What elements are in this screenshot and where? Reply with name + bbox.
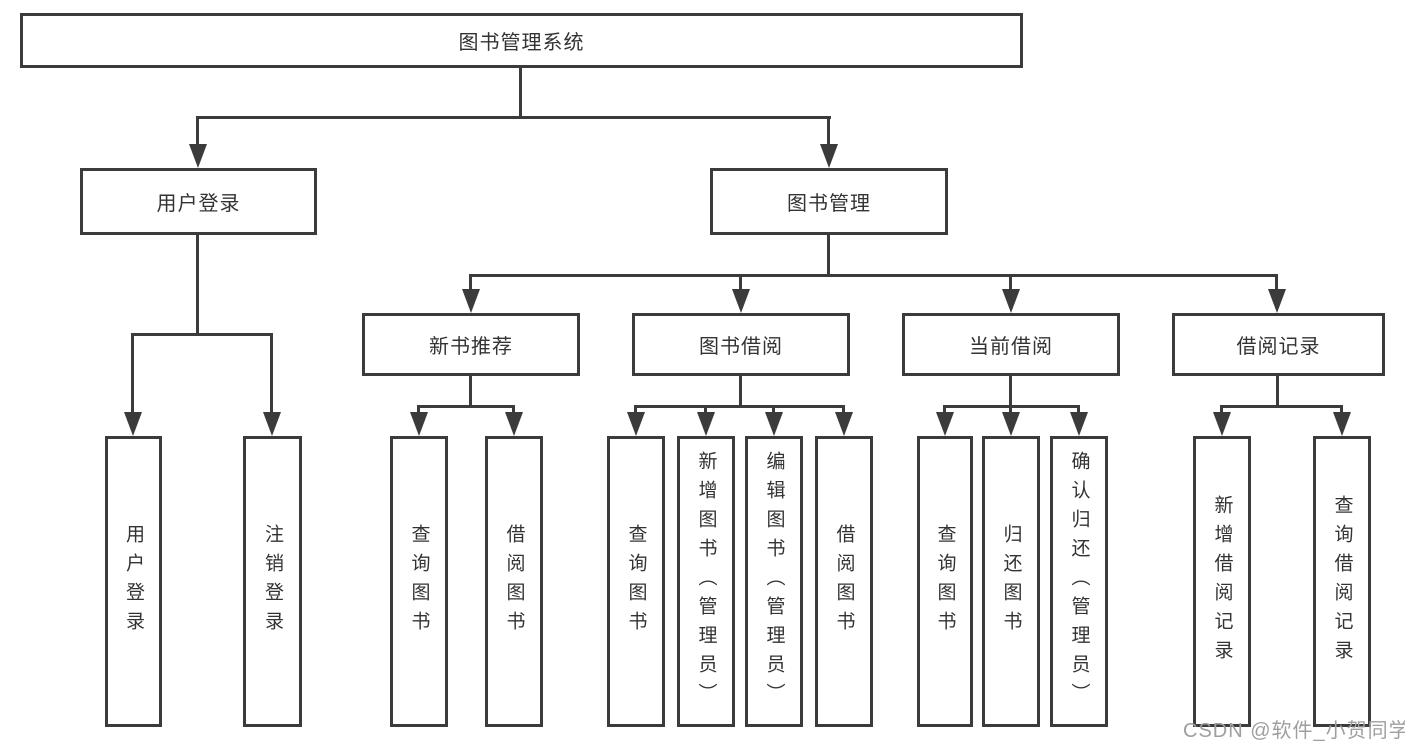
connector-borrow-records-stem: [1276, 376, 1279, 408]
connector-stub: [772, 405, 775, 415]
arrow-down-icon: [936, 412, 954, 436]
connector-user-login-stem: [196, 235, 199, 336]
connector-stub: [704, 405, 707, 415]
connector-book-borrow-crossbar: [634, 405, 845, 408]
connector-stub: [1340, 405, 1343, 415]
connector-stub-user-login: [196, 116, 199, 146]
arrow-down-icon: [820, 144, 838, 168]
connector-stub-leaf-user-login: [131, 333, 134, 414]
leaf-edit-book-admin: 编辑图书（管理员）: [745, 436, 803, 727]
connector-stub-book-borrow: [739, 274, 742, 291]
connector-stub-current-borrow: [1009, 274, 1012, 291]
leaf-label: 查询图书: [934, 523, 956, 640]
connector-current-borrow-stem: [1009, 376, 1012, 408]
connector-book-management-stem: [827, 235, 830, 277]
arrow-down-icon: [1002, 289, 1020, 313]
connector-stub: [417, 405, 420, 415]
connector-stub: [634, 405, 637, 415]
leaf-label: 借阅图书: [833, 523, 855, 640]
leaf-confirm-return-admin: 确认归还（管理员）: [1050, 436, 1108, 727]
node-label: 借阅记录: [1236, 336, 1321, 358]
leaf-label: 确认归还（管理员）: [1068, 451, 1090, 712]
connector-stub-book-management: [827, 116, 830, 146]
arrow-down-icon: [263, 412, 281, 436]
node-new-book-recommend: 新书推荐: [362, 313, 580, 376]
leaf-return-books: 归还图书: [982, 436, 1040, 727]
leaf-query-books-recommend: 查询图书: [390, 436, 448, 727]
arrow-down-icon: [835, 412, 853, 436]
arrow-down-icon: [1213, 412, 1231, 436]
connector-new-book-recommend-stem: [469, 376, 472, 408]
arrow-down-icon: [697, 412, 715, 436]
arrow-down-icon: [189, 144, 207, 168]
leaf-label: 编辑图书（管理员）: [763, 451, 785, 712]
connector-book-borrow-stem: [739, 376, 742, 408]
node-label: 当前借阅: [969, 336, 1053, 358]
csdn-watermark: CSDN @软件_小贺同学: [1183, 720, 1405, 742]
arrow-down-icon: [462, 289, 480, 313]
connector-stub: [1077, 405, 1080, 415]
arrow-down-icon: [1002, 412, 1020, 436]
arrow-down-icon: [505, 412, 523, 436]
node-label: 图书管理系统: [458, 32, 585, 54]
connector-stub: [1220, 405, 1223, 415]
connector-root-stem: [519, 68, 522, 119]
arrow-down-icon: [765, 412, 783, 436]
connector-user-login-crossbar: [131, 333, 273, 336]
connector-stub: [943, 405, 946, 415]
connector-book-management-crossbar: [469, 274, 1278, 277]
node-current-borrow: 当前借阅: [902, 313, 1120, 376]
leaf-query-borrow-record: 查询借阅记录: [1313, 436, 1371, 727]
leaf-label: 查询图书: [408, 523, 430, 640]
leaf-borrow-books-recommend: 借阅图书: [485, 436, 543, 727]
node-book-borrow: 图书借阅: [632, 313, 850, 376]
connector-stub-leaf-logout: [270, 333, 273, 414]
node-label: 图书管理: [787, 193, 871, 215]
arrow-down-icon: [1070, 412, 1088, 436]
leaf-label: 新增借阅记录: [1211, 494, 1233, 669]
arrow-down-icon: [410, 412, 428, 436]
connector-stub-borrow-records: [1275, 274, 1278, 291]
leaf-logout: 注销登录: [243, 436, 302, 727]
leaf-add-borrow-record: 新增借阅记录: [1193, 436, 1251, 727]
leaf-add-book-admin: 新增图书（管理员）: [677, 436, 735, 727]
connector-stub: [512, 405, 515, 415]
leaf-label: 归还图书: [1000, 523, 1022, 640]
node-library-management-system: 图书管理系统: [20, 13, 1023, 68]
node-borrow-records: 借阅记录: [1172, 313, 1385, 376]
leaf-label: 查询图书: [625, 523, 647, 640]
node-label: 新书推荐: [429, 336, 513, 358]
connector-root-crossbar: [196, 116, 831, 119]
leaf-label: 查询借阅记录: [1331, 494, 1353, 669]
leaf-label: 注销登录: [262, 523, 283, 640]
connector-stub: [842, 405, 845, 415]
node-book-management: 图书管理: [710, 168, 948, 235]
arrow-down-icon: [124, 412, 142, 436]
leaf-user-login: 用户登录: [105, 436, 162, 727]
leaf-label: 借阅图书: [503, 523, 525, 640]
node-user-login: 用户登录: [80, 168, 317, 235]
node-label: 图书借阅: [699, 336, 783, 358]
connector-borrow-records-crossbar: [1220, 405, 1343, 408]
arrow-down-icon: [1333, 412, 1351, 436]
node-label: 用户登录: [156, 193, 241, 215]
connector-new-book-recommend-crossbar: [417, 405, 515, 408]
leaf-label: 用户登录: [123, 523, 144, 640]
leaf-query-books-current: 查询图书: [917, 436, 973, 727]
arrow-down-icon: [732, 289, 750, 313]
arrow-down-icon: [1268, 289, 1286, 313]
connector-stub-new-book-recommend: [469, 274, 472, 291]
connector-stub: [1009, 405, 1012, 415]
leaf-query-books-borrow: 查询图书: [607, 436, 665, 727]
arrow-down-icon: [627, 412, 645, 436]
leaf-borrow-books: 借阅图书: [815, 436, 873, 727]
leaf-label: 新增图书（管理员）: [695, 451, 717, 712]
